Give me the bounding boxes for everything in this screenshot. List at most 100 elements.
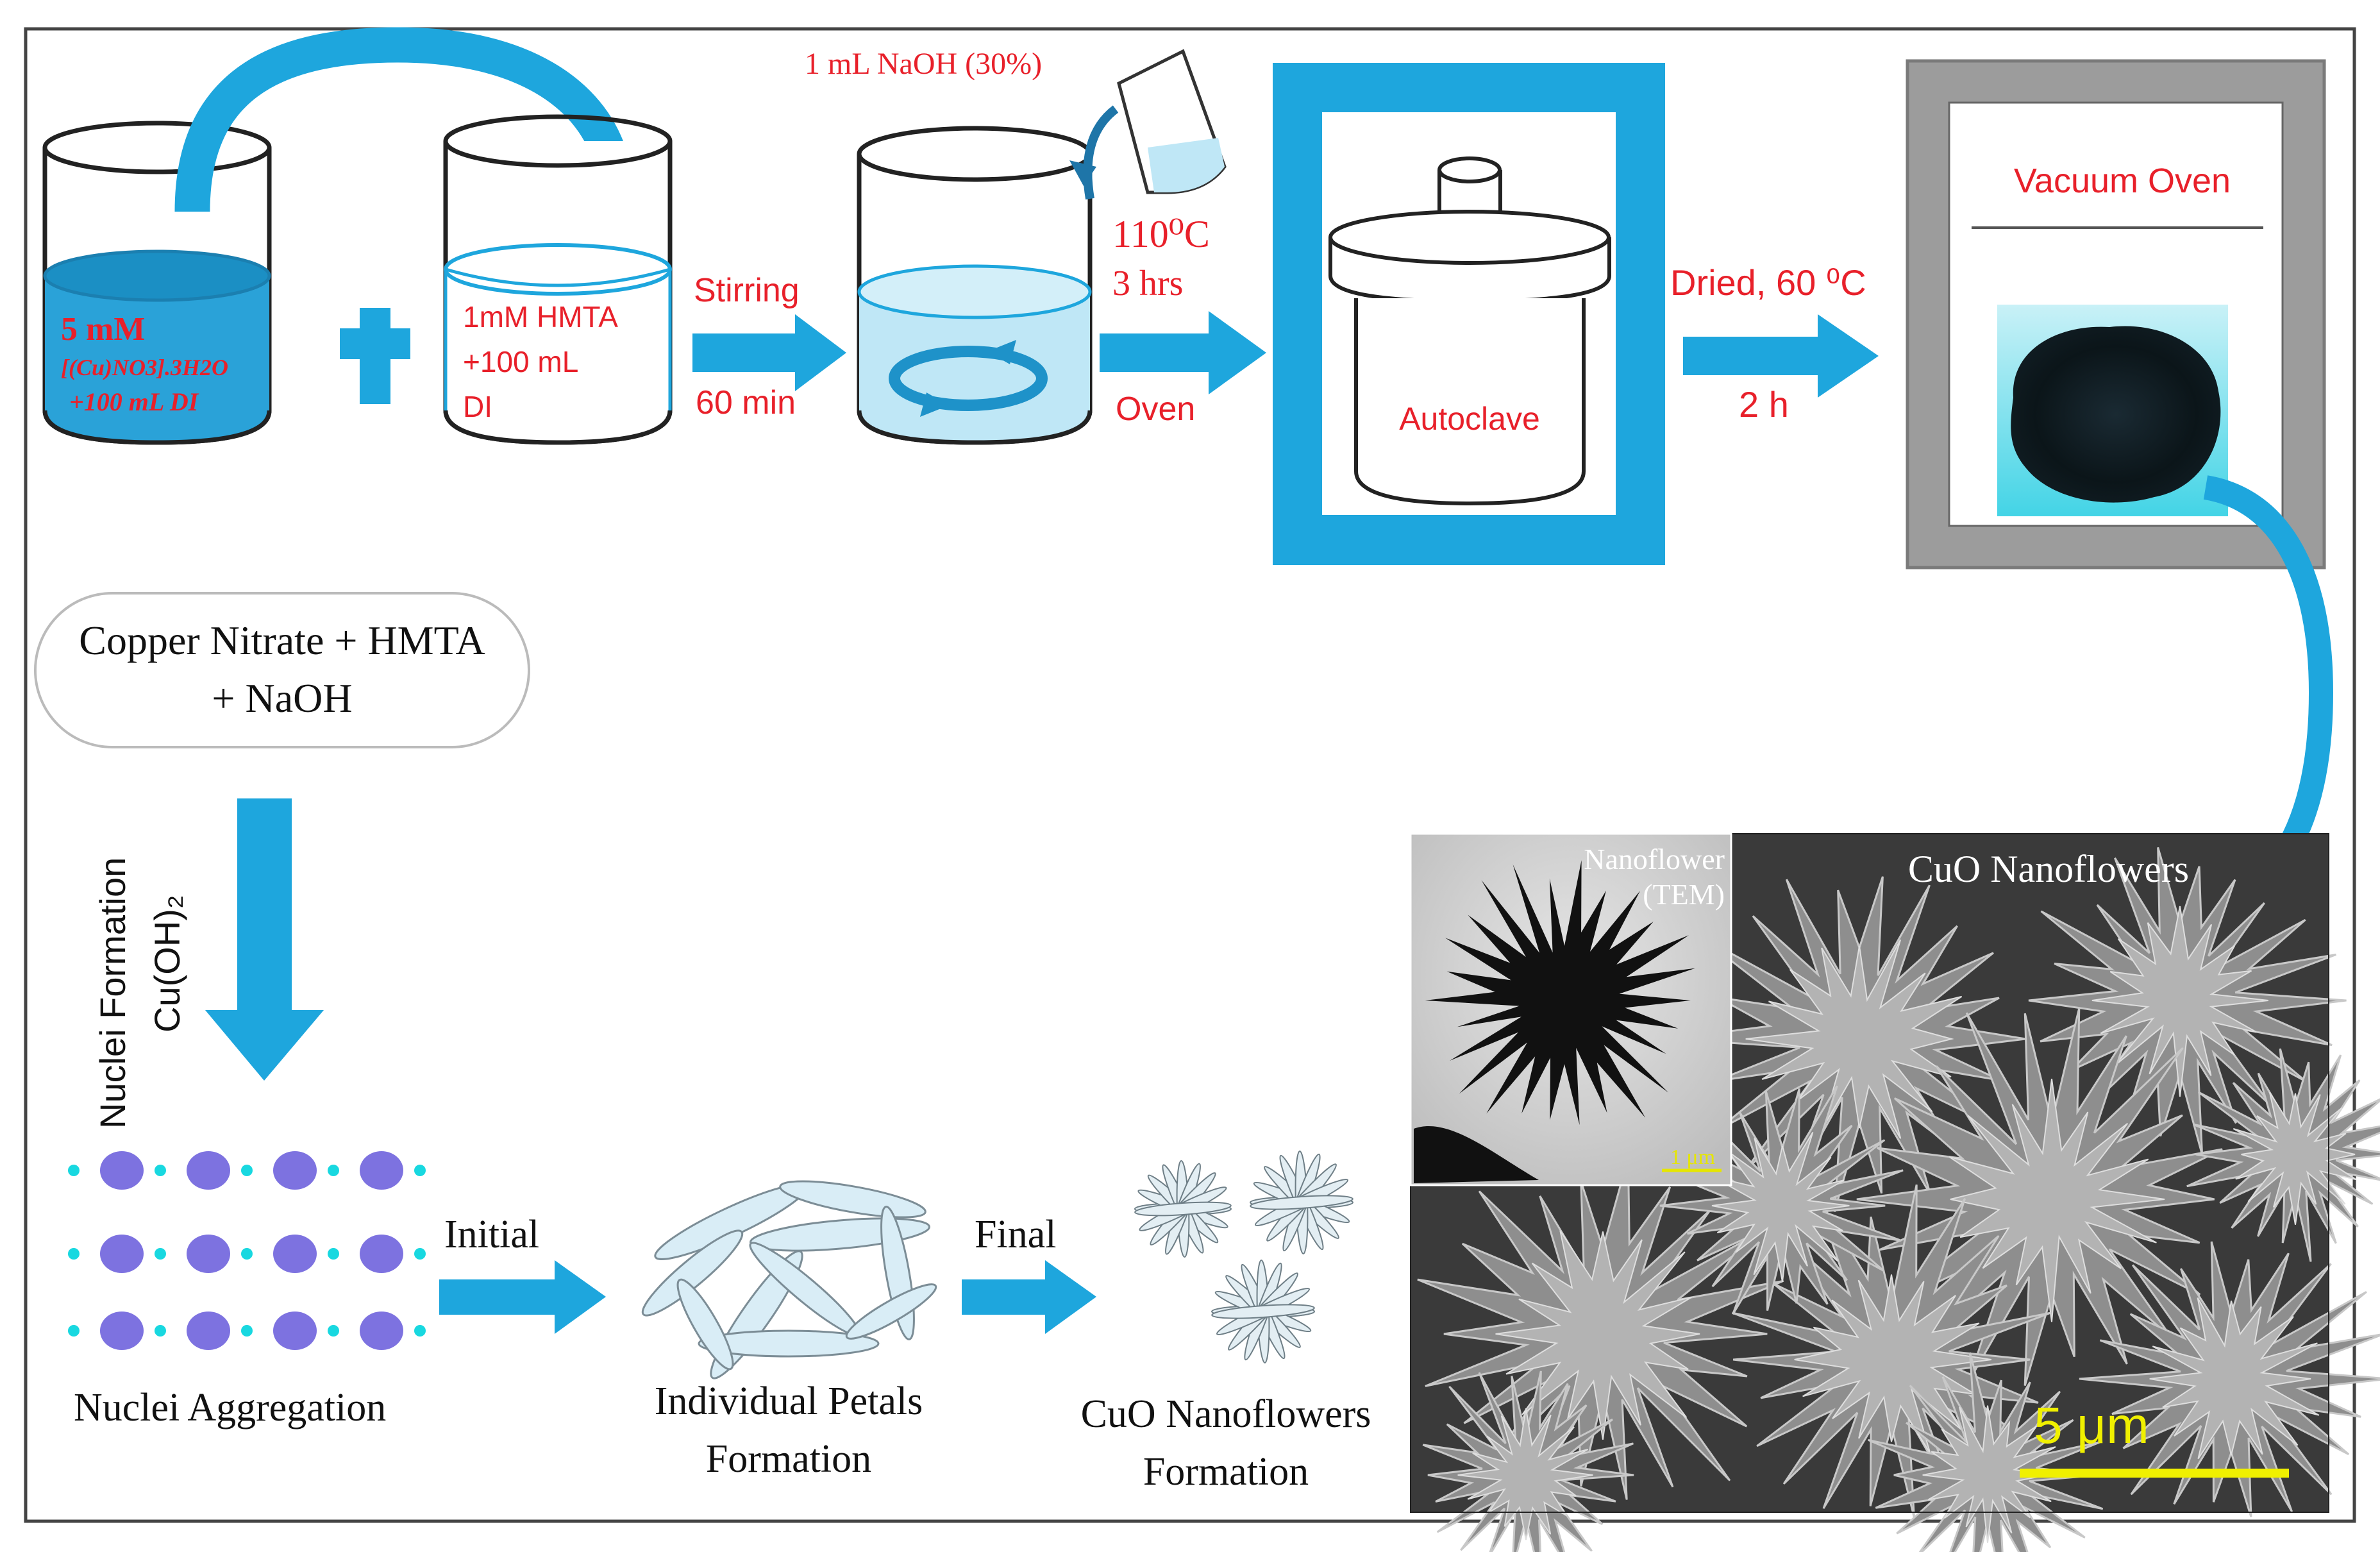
small-nucleus [155,1325,166,1337]
large-nucleus [360,1151,403,1190]
reactants-pill: Copper Nitrate + HMTA + NaOH [34,592,530,748]
dried-arrow: Dried, 60 ⁰C 2 h [1670,262,1879,425]
stirring-time-label: 60 min [696,384,796,421]
small-nucleus [414,1325,426,1337]
sem-flower-core [1948,1078,2165,1322]
nanoflower [1211,1260,1315,1363]
cuo-powder [2011,326,2221,503]
final-arrow: Final [962,1213,1096,1334]
beaker1-label-volume: +100 mL DI [69,387,199,416]
beaker-copper-nitrate: 5 mM [(Cu)NO3].3H2O +100 mL DI [42,121,272,445]
large-nucleus [100,1312,144,1350]
small-nucleus [241,1165,253,1176]
large-nucleus [187,1235,230,1273]
small-nucleus [328,1325,339,1337]
stirring-label: Stirring [694,272,800,309]
sem-flower-core [1711,1131,1850,1282]
beaker2-label-di: DI [463,390,492,423]
reactants-line2: + NaOH [212,675,352,721]
vacuum-oven: Vacuum Oven [1906,59,2326,569]
vacuum-oven-label: Vacuum Oven [2014,162,2231,200]
large-nucleus [273,1235,317,1273]
nanoflower [1134,1160,1232,1258]
small-nucleus [155,1165,166,1176]
small-nucleus [68,1248,80,1260]
beaker2-label-volume: +100 mL [463,345,578,378]
beaker1-label-conc: 5 mM [61,311,145,348]
large-nucleus [360,1235,403,1273]
beaker-hmta: 1mM HMTA +100 mL DI [443,114,673,445]
autoclave-frame: Autoclave [1273,63,1665,565]
nanoflower [1250,1151,1353,1254]
petal [698,1329,880,1358]
oven-label: Oven [1116,391,1195,428]
small-nucleus [414,1248,426,1260]
stirring-arrow: Stirring 60 min [692,272,846,421]
small-nucleus [328,1248,339,1260]
temp-110-label: 110⁰C [1112,213,1210,255]
tem-nanoflower [1425,860,1695,1126]
dried-time-label: 2 h [1739,384,1789,425]
sem-micrograph: CuO Nanoflowers Nanoflower (TEM) 1 μm 5 … [1409,832,2380,1552]
small-nucleus [155,1248,166,1260]
petal [641,1229,744,1317]
beaker-stirring [857,126,1093,445]
petals-line2: Formation [706,1437,871,1481]
sem-flower-core [2149,1297,2320,1460]
nuclei-aggregation-label: Nuclei Aggregation [74,1386,386,1430]
sem-flower-core [1794,1274,1992,1454]
large-nucleus [100,1151,144,1190]
small-nucleus [68,1325,80,1337]
sem-flower-core [1495,1230,1700,1440]
dried-label: Dried, 60 ⁰C [1670,262,1866,303]
sem-flower-core [2091,906,2268,1097]
petals-line1: Individual Petals [655,1379,923,1423]
sem-flower-core [2233,1092,2357,1225]
oven-arrow: 110⁰C 3 hrs Oven [1100,213,1266,428]
petal [779,1180,926,1219]
stirring-rotation-icon [889,340,1048,417]
naoh-label: 1 mL NaOH (30%) [805,47,1042,81]
nanoflowers-sketch [1134,1151,1353,1363]
sem-flower-core [1457,1408,1593,1540]
sem-scale-bar [2020,1469,2289,1478]
large-nucleus [273,1151,317,1190]
large-nucleus [187,1151,230,1190]
outer-frame [24,27,2356,1523]
nuclei-formation-label: Nuclei Formation [92,857,133,1129]
large-nucleus [100,1235,144,1273]
cu-oh-2-label: Cu(OH)₂ [147,895,187,1033]
final-label: Final [975,1213,1056,1256]
initial-label: Initial [444,1213,539,1256]
petal [676,1278,734,1371]
plus-icon [340,308,410,404]
flowers-line1: CuO Nanoflowers [1081,1392,1371,1436]
small-nucleus [414,1165,426,1176]
initial-arrow: Initial [439,1213,606,1334]
large-nucleus [187,1312,230,1350]
beaker2-label-hmta: 1mM HMTA [463,300,618,333]
small-nucleus [241,1325,253,1337]
large-nucleus [273,1312,317,1350]
tem-scale-label: 1 μm [1670,1145,1715,1169]
sem-title: CuO Nanoflowers [1908,848,2189,890]
individual-petals [641,1180,937,1379]
tem-label-line2: (TEM) [1643,878,1725,911]
small-nucleus [328,1165,339,1176]
tem-inset: Nanoflower (TEM) 1 μm [1409,832,1732,1186]
autoclave-label: Autoclave [1399,401,1540,437]
petal [845,1283,937,1340]
nuclei-dots [68,1151,426,1350]
flowers-line2: Formation [1143,1450,1309,1494]
naoh-pouring-cup: 1 mL NaOH (30%) [805,47,1227,200]
tem-label-line1: Nanoflower [1584,843,1725,875]
sem-flower-core [1922,1405,2056,1543]
down-arrow [205,798,324,1081]
large-nucleus [360,1312,403,1350]
small-nucleus [241,1248,253,1260]
reactants-line1: Copper Nitrate + HMTA [79,618,485,663]
small-nucleus [68,1165,80,1176]
sem-scale-label: 5 μm [2034,1397,2149,1454]
beaker1-label-formula: [(Cu)NO3].3H2O [61,355,228,380]
